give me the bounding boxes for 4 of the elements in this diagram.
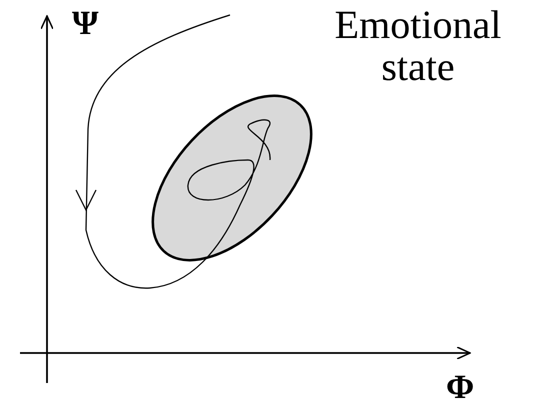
- shaded-ellipse: [152, 94, 312, 262]
- region-label: Emotional state: [334, 4, 502, 88]
- axis-label: Φ: [446, 370, 474, 406]
- axis-label: Ψ: [72, 6, 99, 42]
